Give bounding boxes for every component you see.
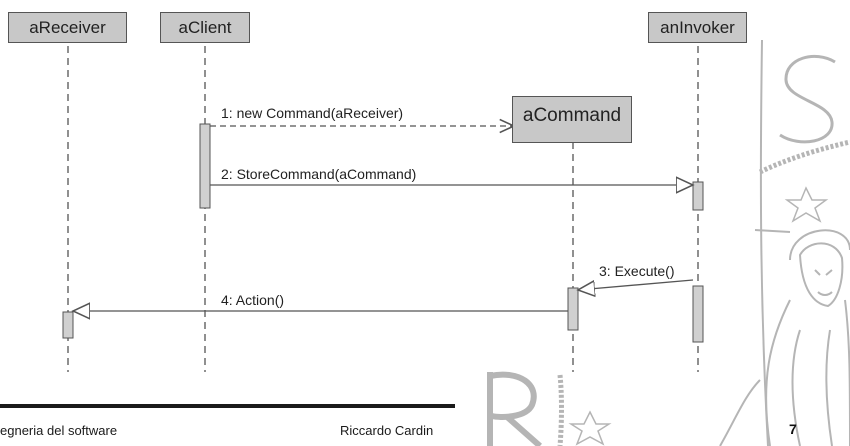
activation-invoker-2 <box>692 285 704 343</box>
footer-author: Riccardo Cardin <box>340 423 434 438</box>
message-label-4: 4: Action() <box>221 292 285 308</box>
message-label-1: 1: new Command(aReceiver) <box>221 105 404 121</box>
activation-invoker-1 <box>692 181 704 211</box>
activation-client <box>199 123 211 209</box>
lifeline-box-command: aCommand <box>512 96 632 143</box>
page-number: 7 <box>789 421 797 437</box>
activation-command <box>567 287 579 331</box>
activation-receiver <box>62 311 74 339</box>
footer-rule <box>0 404 455 408</box>
message-label-2: 2: StoreCommand(aCommand) <box>221 166 417 182</box>
footer-course: egneria del software <box>0 423 118 438</box>
lifeline-box-client: aClient <box>160 12 250 43</box>
lifeline-box-invoker: anInvoker <box>648 12 747 43</box>
message-label-3: 3: Execute() <box>599 263 675 279</box>
message-arrow-3 <box>578 279 694 290</box>
lifeline-box-receiver: aReceiver <box>8 12 127 43</box>
